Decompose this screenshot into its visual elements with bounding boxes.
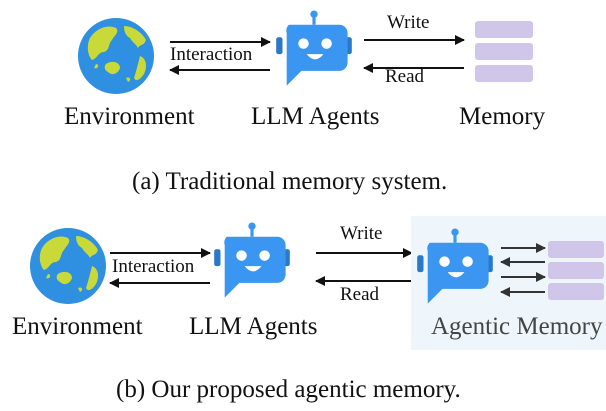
read-label: Read — [385, 66, 425, 87]
interaction-arrows — [169, 37, 271, 75]
write-read-arrows — [315, 248, 413, 286]
robot-icon — [210, 222, 294, 306]
globe-icon — [76, 16, 156, 96]
memory-label: Memory — [459, 103, 546, 130]
interaction-label: Interaction — [170, 44, 253, 65]
write-read-arrows — [363, 35, 465, 73]
interaction-label: Interaction — [112, 256, 195, 277]
environment-label: Environment — [12, 313, 143, 340]
llm-agents-label: LLM Agents — [251, 103, 380, 130]
caption-a: (a) Traditional memory system. — [132, 168, 448, 195]
llm-agents-label: LLM Agents — [189, 313, 318, 340]
memory-stack-icon — [475, 21, 533, 82]
read-label: Read — [340, 284, 380, 305]
write-label: Write — [387, 12, 430, 33]
globe-icon — [28, 226, 108, 306]
robot-icon — [413, 228, 497, 312]
internal-arrows — [500, 243, 546, 297]
robot-icon — [272, 10, 356, 94]
caption-b: (b) Our proposed agentic memory. — [116, 376, 461, 403]
interaction-arrows — [109, 248, 211, 288]
write-label: Write — [340, 223, 383, 244]
memory-stack-icon — [548, 241, 604, 300]
agentic-memory-box: Agentic Memory — [411, 216, 606, 350]
environment-label: Environment — [64, 103, 195, 130]
agentic-memory-label: Agentic Memory — [431, 313, 603, 340]
